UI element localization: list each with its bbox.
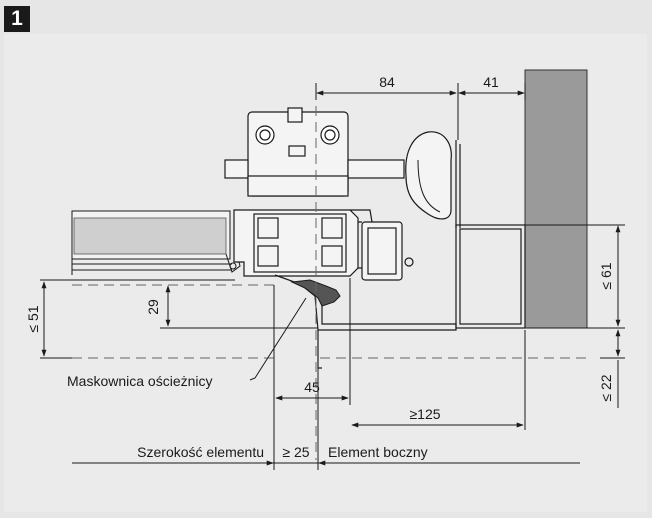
dimension-lines [40,83,625,470]
dim-61: ≤ 61 [598,262,614,289]
dim-25: ≥ 25 [282,444,309,460]
door-panel [71,210,241,275]
figure-number-badge: 1 [4,6,30,32]
side-element-profile [455,140,526,329]
dim-22: ≤ 22 [598,374,614,401]
gasket [290,279,341,307]
dim-125: ≥125 [409,406,440,422]
wall-block [524,69,588,329]
dim-51: ≤ 51 [25,305,41,332]
label-maskownica: Maskownica ościeżnicy [67,373,213,389]
dim-41: 41 [483,74,499,90]
dim-29: 29 [145,299,161,315]
label-szerokosc-elementu: Szerokość elementu [137,444,264,460]
dim-84: 84 [379,74,395,90]
label-element-boczny: Element boczny [328,444,428,460]
dim-45: 45 [304,379,320,395]
frame-profile [224,107,457,369]
